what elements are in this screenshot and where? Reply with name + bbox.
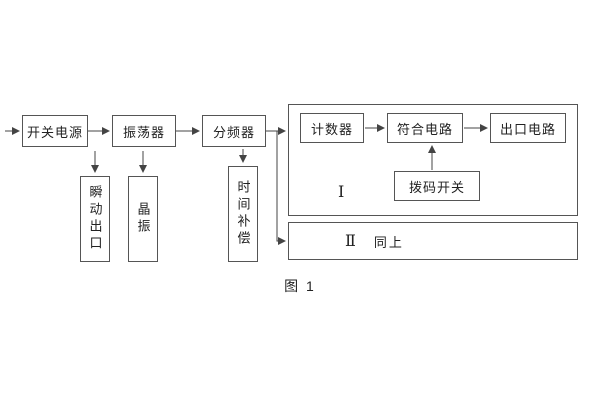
section2-note: 同上 (373, 234, 404, 250)
section2-label: Ⅱ 同上 (345, 222, 404, 260)
figure-caption: 图 1 (284, 278, 316, 294)
block-coincidence-circuit: 符合电路 (387, 113, 463, 143)
section2-numeral: Ⅱ (345, 233, 358, 250)
block-counter: 计数器 (300, 113, 364, 143)
block-frequency-divider: 分频器 (202, 115, 266, 147)
block-crystal: 晶振 (128, 176, 158, 262)
block-switch-power: 开关电源 (22, 115, 88, 147)
block-outlet-circuit: 出口电路 (490, 113, 566, 143)
block-oscillator: 振荡器 (112, 115, 176, 147)
block-time-compensation: 时间补偿 (228, 166, 258, 262)
block-dip-switch: 拨码开关 (394, 171, 480, 201)
section1-group-frame (288, 104, 578, 216)
arrow-divider-to-section2 (276, 131, 286, 245)
block-instant-outlet: 瞬动出口 (80, 176, 110, 262)
section2-group-frame (288, 222, 578, 260)
section1-label: Ⅰ (338, 184, 345, 201)
